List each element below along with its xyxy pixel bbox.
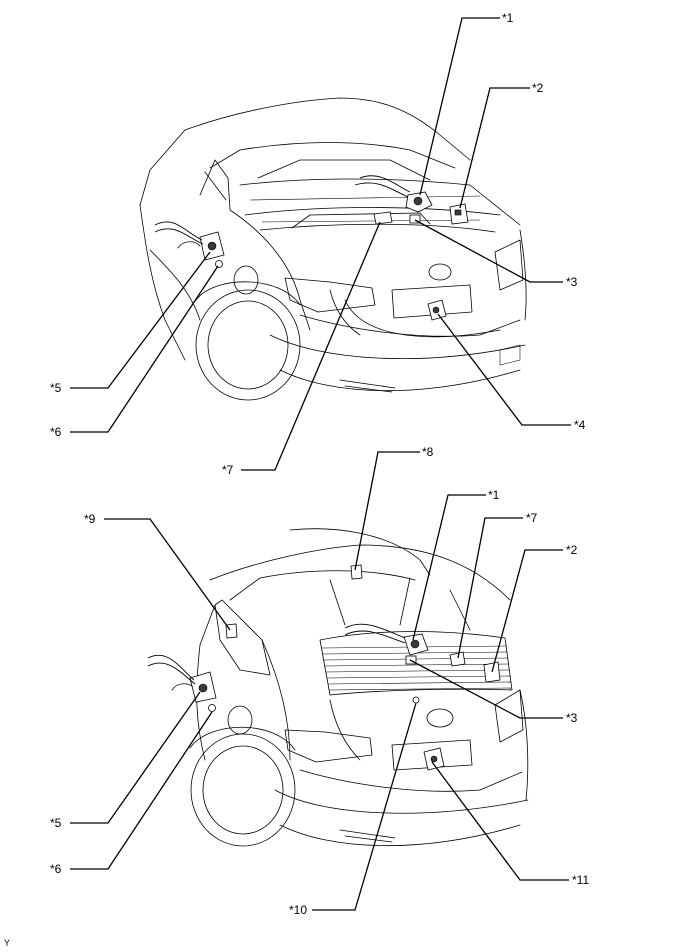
component-2-top xyxy=(449,203,469,225)
component-11-bottom xyxy=(423,747,445,771)
callout-label-9-bottom: *9 xyxy=(84,512,96,526)
callout-label-2-top: *2 xyxy=(532,81,544,95)
callout-label-5-top: *5 xyxy=(50,381,62,395)
wagon-rear-illustration xyxy=(147,528,529,847)
component-5-bottom xyxy=(147,654,217,703)
callout-label-10-bottom: *10 xyxy=(289,903,307,917)
bottom-leader-lines xyxy=(70,451,569,911)
callout-label-5-bottom: *5 xyxy=(50,816,62,830)
component-7-top xyxy=(373,211,393,225)
component-5-top xyxy=(154,221,225,261)
top-callout-labels: *1 *2 *3 *4 *5 *6 *7 xyxy=(50,11,586,477)
callout-label-8-bottom: *8 xyxy=(422,445,434,459)
callout-label-6-top: *6 xyxy=(50,425,62,439)
callout-label-3-bottom: *3 xyxy=(566,711,578,725)
callout-label-11-bottom: *11 xyxy=(572,873,589,887)
callout-label-6-bottom: *6 xyxy=(50,862,62,876)
component-3-top xyxy=(409,214,421,224)
callout-label-7-bottom: *7 xyxy=(526,511,538,525)
component-10-bottom xyxy=(412,696,420,704)
component-6-bottom xyxy=(208,704,216,712)
figure-code: Y xyxy=(4,938,10,948)
sedan-rear-illustration xyxy=(139,97,527,401)
component-4-top xyxy=(427,299,447,321)
callout-label-1-bottom: *1 xyxy=(488,488,500,502)
callout-label-2-bottom: *2 xyxy=(566,543,578,557)
callout-label-1-top: *1 xyxy=(502,11,514,25)
callout-label-3-top: *3 xyxy=(566,275,578,289)
top-leader-lines xyxy=(70,17,571,471)
component-1-bottom xyxy=(344,623,429,656)
component-8-bottom xyxy=(350,564,363,580)
component-7-bottom xyxy=(449,651,466,667)
callout-label-7-top: *7 xyxy=(222,463,234,477)
rear-defogger-lines xyxy=(321,645,512,691)
component-6-top xyxy=(215,260,223,268)
component-1-top xyxy=(354,175,433,213)
bottom-callout-labels: *1 *2 *3 *5 *6 *7 *8 *9 *10 *11 xyxy=(50,445,589,917)
callout-label-4-top: *4 xyxy=(574,418,586,432)
